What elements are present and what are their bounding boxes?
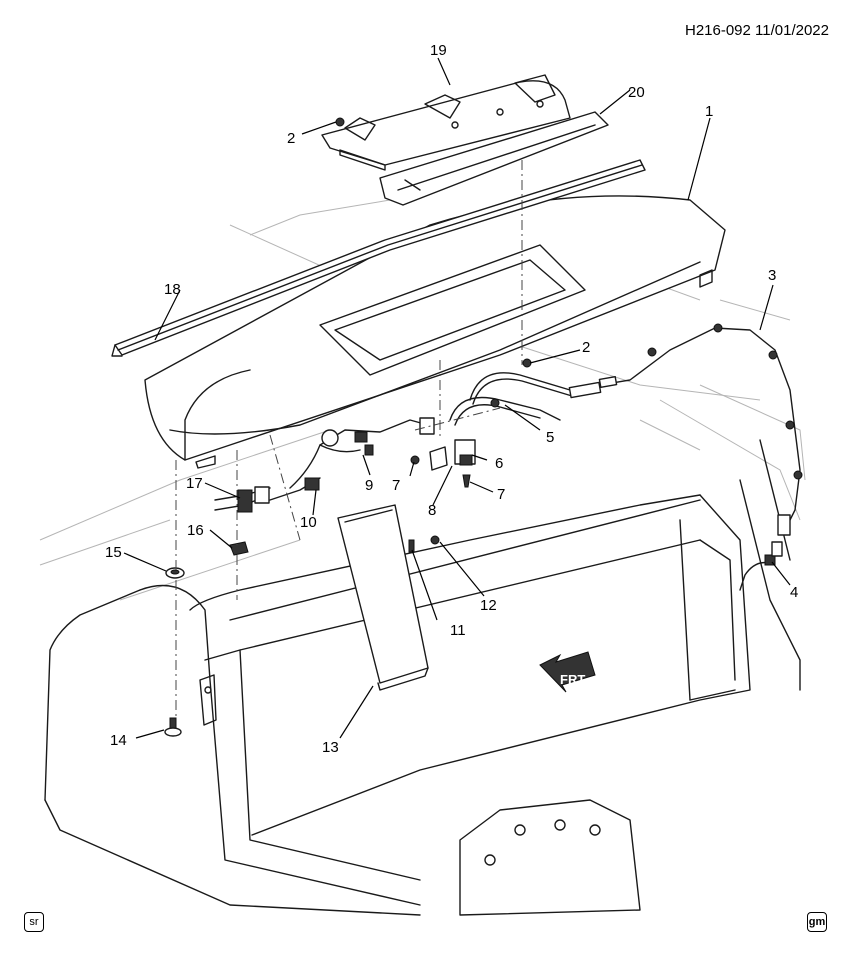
- part-14-bolt: [164, 717, 182, 737]
- callout-4: 4: [790, 584, 798, 601]
- callout-17: 17: [186, 475, 203, 492]
- part-16-retainer: [229, 541, 249, 556]
- callout-7-right: 7: [497, 486, 505, 503]
- callout-14: 14: [110, 732, 127, 749]
- part-6-washer-pump: [454, 439, 476, 466]
- callout-20: 20: [628, 84, 645, 101]
- callout-7-left: 7: [392, 477, 400, 494]
- part-9-harness: [289, 417, 435, 489]
- callout-5: 5: [546, 429, 554, 446]
- part-3-wiring-harness: [469, 323, 803, 536]
- callout-19: 19: [430, 42, 447, 59]
- diagram-reference: H216-092 11/01/2022: [684, 22, 829, 39]
- part-11-clip: [408, 539, 415, 553]
- callout-18: 18: [164, 281, 181, 298]
- callout-6: 6: [495, 455, 503, 472]
- callout-9: 9: [365, 477, 373, 494]
- part-7-screw: [410, 455, 471, 488]
- part-19-lamp-housing: [321, 74, 571, 171]
- part-1-spoiler: [144, 195, 726, 469]
- callout-1: 1: [705, 103, 713, 120]
- part-4-washer-hose: [739, 541, 783, 591]
- assembly-centerlines: [175, 160, 523, 720]
- callout-labels: 1 2 2 3 4 5 6 7 7 8 9 10 11 12 13 14 15 …: [105, 42, 798, 756]
- part-13-trim-panel: [337, 504, 429, 691]
- callout-11: 11: [450, 622, 466, 639]
- part-12-screw: [430, 535, 440, 545]
- leader-lines: [123, 57, 791, 739]
- callout-15: 15: [105, 544, 122, 561]
- part-20-lamp-lens: [379, 111, 609, 206]
- callout-3: 3: [768, 267, 776, 284]
- front-direction-label: FRT: [560, 672, 585, 687]
- callout-12: 12: [480, 597, 497, 614]
- part-15-grommet: [165, 567, 185, 579]
- part-8-bracket: [429, 446, 448, 471]
- callout-10: 10: [300, 514, 317, 531]
- sr-badge: sr: [24, 912, 44, 932]
- callout-13: 13: [322, 739, 339, 756]
- callout-16: 16: [187, 522, 204, 539]
- front-direction-arrow: FRT: [539, 651, 596, 693]
- gm-logo-badge: gm: [807, 912, 827, 932]
- part-5-washer-hose: [449, 396, 561, 426]
- part-18-seal-strip: [111, 159, 646, 357]
- part-10-harness-connector: [269, 477, 321, 501]
- vehicle-body-background: [39, 194, 806, 601]
- callout-2-top: 2: [287, 130, 295, 147]
- callout-8: 8: [428, 502, 436, 519]
- part-17-connector: [214, 486, 271, 513]
- callout-2-mid: 2: [582, 339, 590, 356]
- vehicle-rear-frame: [44, 439, 801, 916]
